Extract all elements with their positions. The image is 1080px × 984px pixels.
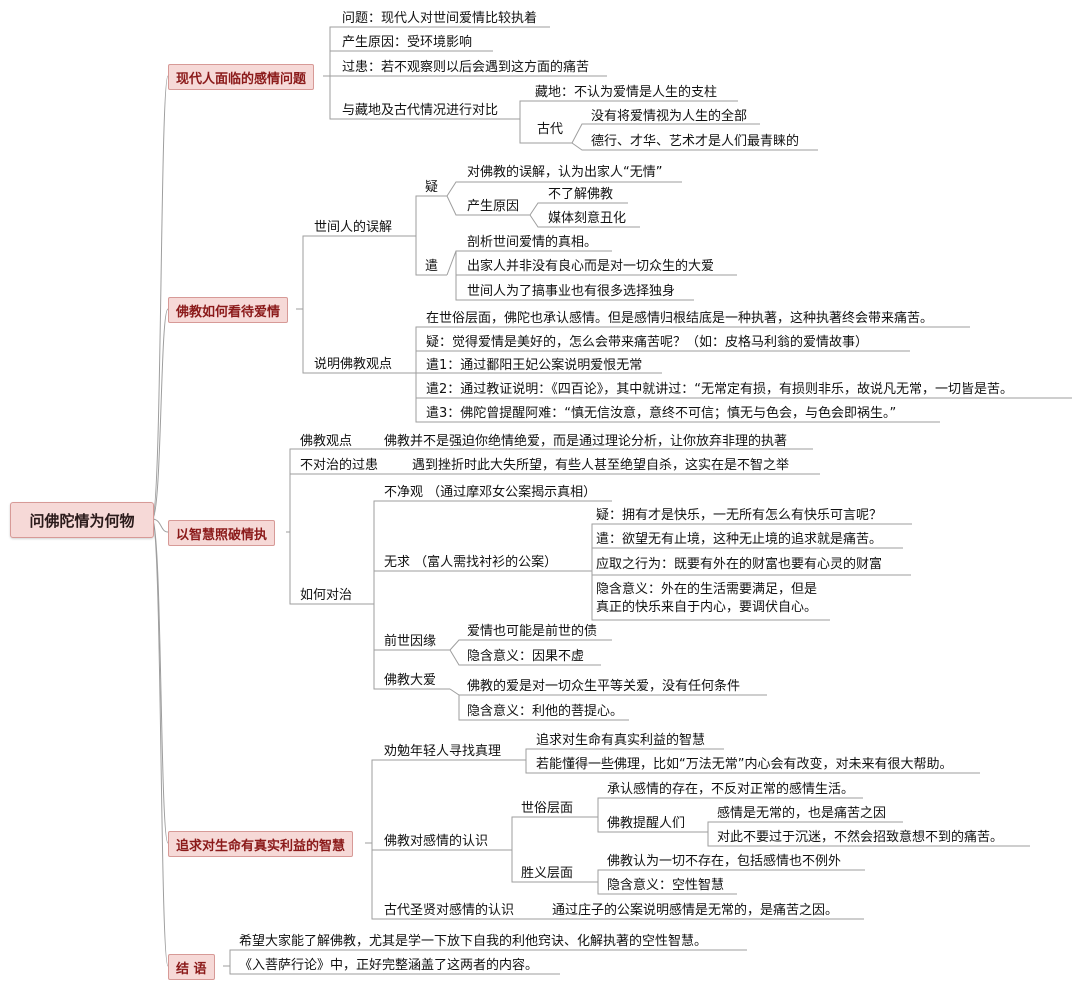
node-love-understanding[interactable]: 佛教对感情的认识 [384, 834, 489, 849]
node-untreated-fault-detail[interactable]: 遇到挫折时此大失所望，有些人甚至绝望自杀，这实在是不智之举 [412, 458, 790, 473]
node-reminder[interactable]: 佛教提醒人们 [607, 816, 686, 831]
node-how-to-treat[interactable]: 如何对治 [300, 588, 353, 603]
node-untreated-fault[interactable]: 不对治的过患 [300, 458, 379, 473]
node-buddhist-view[interactable]: 说明佛教观点 [314, 357, 393, 372]
node-reminder-1[interactable]: 感情是无常的，也是痛苦之因 [717, 806, 887, 821]
node-no-seeking-4b[interactable]: 真正的快乐来自于内心，要调伏自心。 [596, 600, 818, 615]
node-doubt-cause-2[interactable]: 媒体刻意丑化 [548, 211, 627, 226]
node-view-4[interactable]: 遣2：通过教证说明：《四百论》，其中就讲过：“无常定有损，有损则非乐，故说凡无常… [426, 382, 1014, 397]
node-reminder-2[interactable]: 对此不要过于沉迷，不然会招致意想不到的痛苦。 [717, 830, 1004, 845]
node-great-love-1[interactable]: 佛教的爱是对一切众生平等关爱，没有任何条件 [467, 679, 741, 694]
node-ancient-2[interactable]: 德行、才华、艺术才是人们最青睐的 [591, 134, 800, 149]
node-view-1[interactable]: 在世俗层面，佛陀也承认感情。但是感情归根结底是一种执著，这种执著终会带来痛苦。 [426, 311, 934, 326]
topic-modern-love-problems[interactable]: 现代人面临的感情问题 [168, 64, 315, 90]
node-past-karma[interactable]: 前世因缘 [384, 634, 437, 649]
node-no-seeking-2[interactable]: 遣：欲望无有止境，这种无止境的追求就是痛苦。 [596, 532, 883, 547]
node-compare[interactable]: 与藏地及古代情况进行对比 [342, 103, 499, 118]
node-encourage-2[interactable]: 若能懂得一些佛理，比如“万法无常”内心会有改变，对未来有很大帮助。 [536, 757, 953, 772]
node-dispel-3[interactable]: 世间人为了搞事业也有很多选择独身 [467, 284, 676, 299]
node-buddhist-viewpoint[interactable]: 佛教观点 [300, 434, 353, 449]
node-misunderstanding[interactable]: 世间人的误解 [314, 220, 393, 235]
node-past-karma-2[interactable]: 隐含意义：因果不虚 [467, 649, 585, 664]
node-conventional-1[interactable]: 承认感情的存在，不反对正常的感情生活。 [607, 782, 855, 797]
node-view-3[interactable]: 遣1：通过鄱阳王妃公案说明爱恨无常 [426, 358, 643, 373]
topic-conclusion[interactable]: 结 语 [168, 954, 215, 980]
node-doubt-1[interactable]: 对佛教的误解，认为出家人“无情” [467, 165, 663, 180]
node-ancient-1[interactable]: 没有将爱情视为人生的全部 [591, 109, 748, 124]
node-no-seeking-4[interactable]: 隐含意义：外在的生活需要满足，但是 [596, 582, 818, 597]
node-no-seeking-1[interactable]: 疑：拥有才是快乐，一无所有怎么有快乐可言呢？ [596, 508, 883, 523]
node-doubt-cause-1[interactable]: 不了解佛教 [548, 187, 614, 202]
node-ultimate-2[interactable]: 隐含意义：空性智慧 [607, 878, 725, 893]
node-fault[interactable]: 过患：若不观察则以后会遇到这方面的痛苦 [342, 60, 590, 75]
node-dispel-2[interactable]: 出家人并非没有良心而是对一切众生的大爱 [467, 259, 715, 274]
node-dispel[interactable]: 遣 [425, 259, 439, 274]
node-conclusion-2[interactable]: 《入菩萨行论》中，正好完整涵盖了这两者的内容。 [239, 958, 539, 973]
node-great-love[interactable]: 佛教大爱 [384, 673, 437, 688]
node-doubt-cause[interactable]: 产生原因 [467, 199, 520, 214]
node-problem[interactable]: 问题：现代人对世间爱情比较执着 [342, 11, 538, 26]
topic-buddhism-view-on-love[interactable]: 佛教如何看待爱情 [168, 297, 289, 323]
node-cause[interactable]: 产生原因：受环境影响 [342, 35, 473, 50]
node-encourage-youth[interactable]: 劝勉年轻人寻找真理 [384, 744, 502, 759]
node-ultimate[interactable]: 胜义层面 [521, 866, 574, 881]
node-buddhist-viewpoint-detail[interactable]: 佛教并不是强迫你绝情绝爱，而是通过理论分析，让你放弃非理的执著 [384, 434, 788, 449]
node-dispel-1[interactable]: 剖析世间爱情的真相。 [467, 235, 598, 250]
node-impurity[interactable]: 不净观 （通过摩邓女公案揭示真相） [384, 485, 597, 500]
node-great-love-2[interactable]: 隐含意义：利他的菩提心。 [467, 704, 624, 719]
node-ancient-sages[interactable]: 古代圣贤对感情的认识 [384, 903, 515, 918]
node-no-seeking-3[interactable]: 应取之行为：既要有外在的财富也要有心灵的财富 [596, 557, 883, 572]
node-no-seeking[interactable]: 无求 （富人需找衬衫的公案） [384, 555, 558, 570]
node-tibet[interactable]: 藏地：不认为爱情是人生的支柱 [535, 85, 718, 100]
node-ancient-sages-1[interactable]: 通过庄子的公案说明感情是无常的，是痛苦之因。 [552, 903, 839, 918]
node-ultimate-1[interactable]: 佛教认为一切不存在，包括感情也不例外 [607, 854, 842, 869]
node-past-karma-1[interactable]: 爱情也可能是前世的债 [467, 624, 598, 639]
node-encourage-1[interactable]: 追求对生命有真实利益的智慧 [536, 733, 706, 748]
root-node[interactable]: 问佛陀情为何物 [10, 502, 154, 538]
node-view-5[interactable]: 遣3：佛陀曾提醒阿难：“慎无信汝意，意终不可信；慎无与色会，与色会即祸生。” [426, 406, 897, 421]
node-conventional[interactable]: 世俗层面 [521, 801, 574, 816]
topic-seek-true-wisdom[interactable]: 追求对生命有真实利益的智慧 [168, 831, 354, 857]
node-view-2[interactable]: 疑：觉得爱情是美好的，怎么会带来痛苦呢？（如：皮格马利翁的爱情故事） [426, 335, 869, 350]
node-doubt[interactable]: 疑 [425, 180, 439, 195]
topic-wisdom-breaks-attachment[interactable]: 以智慧照破情执 [168, 520, 276, 546]
node-conclusion-1[interactable]: 希望大家能了解佛教，尤其是学一下放下自我的利他窍诀、化解执著的空性智慧。 [239, 934, 708, 949]
node-ancient[interactable]: 古代 [537, 122, 564, 137]
